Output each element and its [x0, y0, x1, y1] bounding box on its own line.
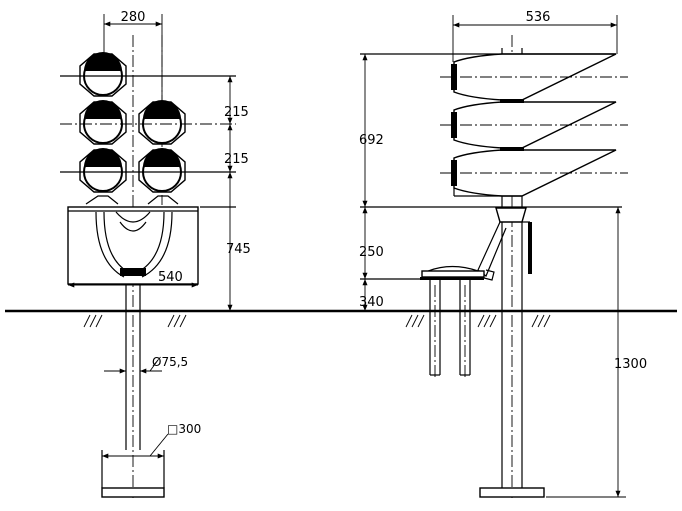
front-lamps	[79, 52, 186, 193]
dim-label-692: 692	[359, 133, 384, 148]
dim-side-foundation: 1300	[614, 206, 647, 497]
dim-label-540: 540	[158, 270, 183, 285]
dim-front-width: 280	[103, 10, 163, 100]
dim-front-heights: 215 215 745	[224, 76, 251, 311]
side-signal-head	[440, 53, 628, 197]
side-extension-lines	[360, 15, 626, 498]
dim-label-745: 745	[226, 242, 251, 257]
ground-line	[5, 309, 677, 328]
dim-label-215-bottom: 215	[224, 152, 249, 167]
side-bracket	[477, 207, 532, 281]
side-view: 536 692 250 340 1300	[359, 10, 647, 498]
dim-front-foundation: □300	[102, 422, 201, 459]
dim-label-pole-diameter: Ø75,5	[152, 355, 188, 369]
dim-label-280: 280	[121, 10, 146, 25]
dim-side-heights: 692 250 340	[359, 54, 384, 311]
dim-label-215-top: 215	[224, 105, 249, 120]
dim-side-depth: 536	[453, 10, 617, 28]
dim-label-250: 250	[359, 245, 384, 260]
front-lamp-axes	[60, 75, 236, 208]
front-view: 280 215 215 745 540 Ø75,5 □300	[60, 10, 251, 498]
dim-label-536: 536	[526, 10, 551, 25]
dim-front-base: 540	[68, 270, 199, 288]
dim-label-340: 340	[359, 295, 384, 310]
side-ground-box	[420, 265, 485, 378]
dim-front-pole: Ø75,5	[104, 355, 188, 374]
dim-label-1300: 1300	[614, 357, 647, 372]
dim-label-foundation: □300	[167, 422, 201, 436]
